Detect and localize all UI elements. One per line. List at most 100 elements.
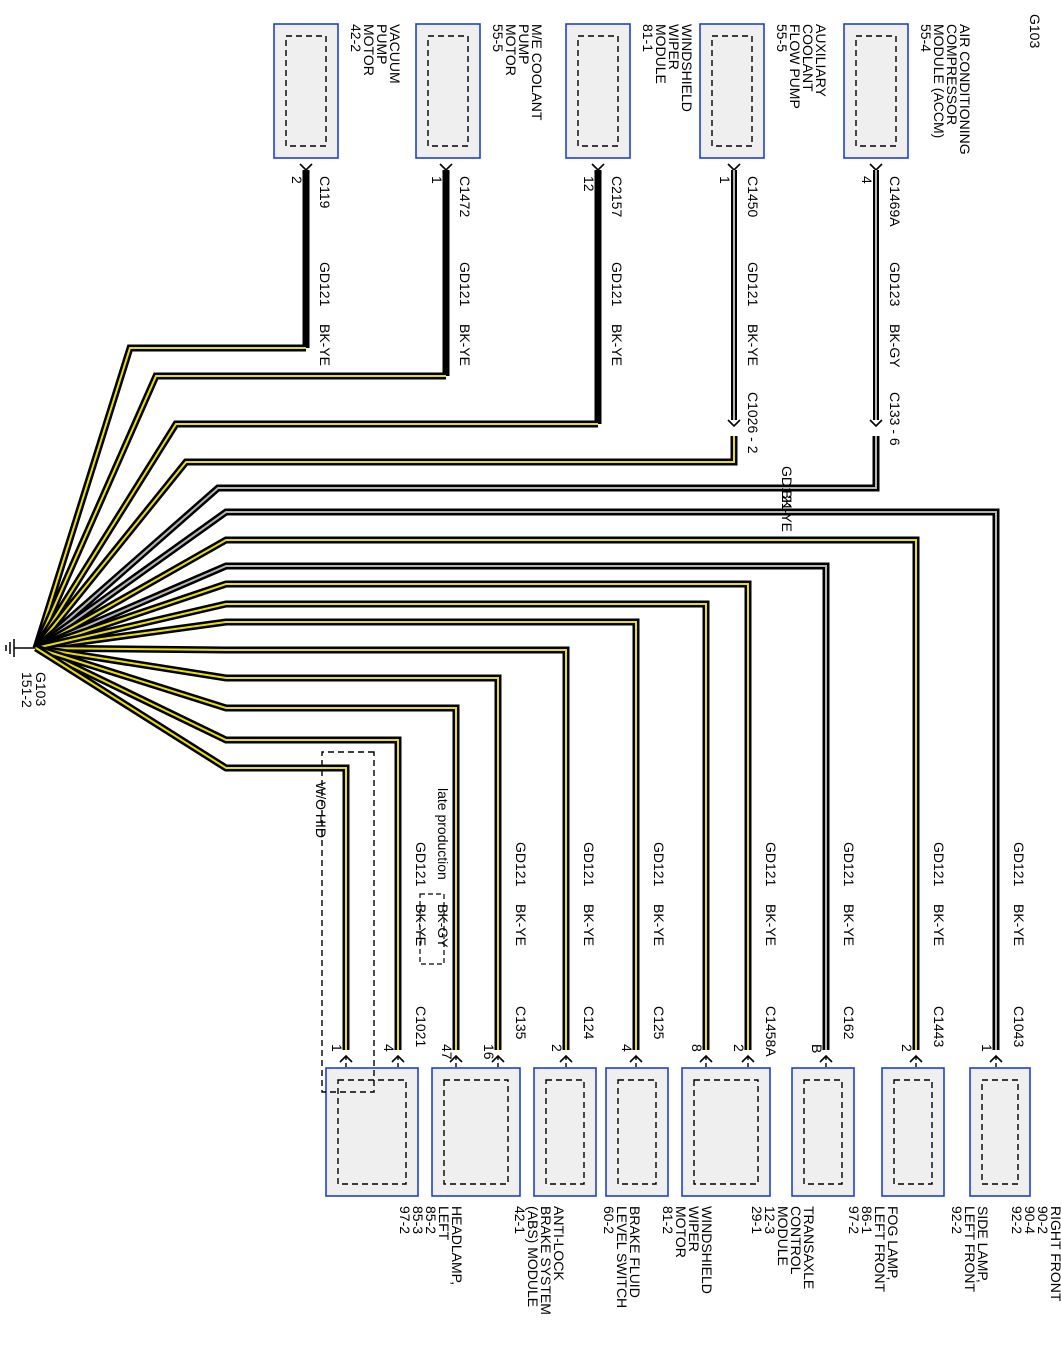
bottom-component-label: 12-3: [762, 1206, 778, 1234]
top-component-label: AUXILIARY: [813, 24, 829, 98]
top-component-label: WINDSHIELD: [679, 24, 695, 112]
wire-vacuum-pump-stripe: [35, 347, 306, 649]
bottom-component-box-frame: [791, 1067, 855, 1197]
diagram-title: G103: [1027, 14, 1043, 48]
without-hid-note: W/O HID: [313, 782, 329, 838]
bottom-component-label: 92-2: [1009, 1206, 1025, 1234]
circuit-label: GD121: [609, 262, 625, 307]
top-component-label: PUMP: [374, 24, 390, 64]
pin-label: 16: [481, 1044, 497, 1060]
bottom-component-box: [325, 1067, 419, 1197]
component-layer: [273, 23, 1031, 1197]
ground-ref: 151-2: [19, 672, 35, 708]
wire-bottom-extra-2-stripe: [35, 647, 347, 1050]
wire-wiper-module-stripe: [35, 423, 598, 649]
wire-color-label: BK-YE: [581, 904, 597, 946]
bottom-component-label: 86-1: [859, 1206, 875, 1234]
top-component-label: M/E COOLANT: [529, 24, 545, 121]
inline-connector-icon: [869, 419, 883, 428]
pin-label: 1: [717, 176, 733, 184]
bottom-component-label: LEFT FRONT: [962, 1206, 978, 1293]
wire-bottom-0-outer: [33, 508, 1000, 1050]
bottom-component-label: SIDE LAMP,: [975, 1206, 991, 1283]
bottom-component-label: WINDSHIELD: [699, 1206, 715, 1294]
top-component-box-inner: [577, 35, 619, 147]
top-component-box-frame: [565, 23, 631, 159]
top-component-label: FLOW PUMP: [787, 24, 803, 109]
bottom-component-label: 85-3: [410, 1206, 426, 1234]
circuit-label: GD121: [931, 842, 947, 887]
top-component-label: COMPRESSOR: [944, 24, 960, 125]
connector-label: C162: [841, 1006, 857, 1040]
top-component-label: WIPER: [666, 24, 682, 70]
top-component-box-inner: [427, 35, 469, 147]
connector-label: C1469A: [887, 176, 903, 227]
wire-bottom-4-outer: [35, 618, 640, 1050]
bus-color-label: BK-YE: [779, 490, 795, 532]
top-component-box: [699, 23, 765, 159]
connector-fork-icon: [727, 163, 741, 172]
bottom-component-box-inner: [617, 1079, 657, 1185]
top-component-box-frame: [843, 23, 909, 159]
circuit-label: GD121: [581, 842, 597, 887]
circuit-label: GD121: [513, 842, 529, 887]
top-component-label: MOTOR: [503, 24, 519, 76]
circuit-label: GD121: [763, 842, 779, 887]
top-component-box-inner: [285, 35, 327, 147]
bottom-component-box: [881, 1067, 945, 1197]
circuit-label: GD121: [651, 842, 667, 887]
bottom-component-label: WIPER: [686, 1206, 702, 1252]
bottom-component-box-inner: [893, 1079, 933, 1185]
circuit-label: GD121: [841, 842, 857, 887]
bottom-component-box-inner: [443, 1079, 509, 1185]
bottom-component-box-frame: [681, 1067, 771, 1197]
circuit-label: GD123: [887, 262, 903, 307]
circuit-label: GD121: [745, 262, 761, 307]
wire-bottom-3-outer: [34, 580, 752, 1050]
bottom-component-box-frame: [969, 1067, 1031, 1197]
wire-bottom-2-stripe: [35, 565, 827, 1050]
top-component-label: 55-5: [774, 24, 790, 52]
wire-bottom-4-stripe: [35, 621, 637, 1050]
wire-color-label: BK-YE: [651, 904, 667, 946]
bottom-component-label: 81-2: [660, 1206, 676, 1234]
pin-label: 12: [581, 176, 597, 192]
inline-connector-label: C133 - 6: [887, 392, 903, 446]
pin-label: 4: [859, 176, 875, 184]
wire-color-label: BK-YE: [745, 324, 761, 366]
connector-label: C2157: [609, 176, 625, 217]
pin-label: 4: [381, 1044, 397, 1052]
wire-bottom-0-stripe: [35, 511, 997, 1050]
pin-label: 4: [619, 1044, 635, 1052]
bottom-component-label: MODULE: [775, 1206, 791, 1266]
ground-id: G103: [33, 672, 49, 706]
top-component-box: [565, 23, 631, 159]
pin-label: 47: [439, 1044, 455, 1060]
pin-label: B: [809, 1044, 825, 1053]
bottom-component-label: FOG LAMP,: [885, 1206, 901, 1280]
top-component-label: MODULE (ACCM): [931, 24, 947, 138]
connector-label: C124: [581, 1006, 597, 1040]
wire-accm-bus-stripe: [35, 436, 877, 649]
bottom-component-box-inner: [337, 1079, 407, 1185]
top-component-label: PUMP: [516, 24, 532, 64]
bottom-component-box-inner: [545, 1079, 585, 1185]
wire-color-label: BK-YE: [609, 324, 625, 366]
wire-color-label: BK-YE: [413, 904, 429, 946]
connector-fork-icon: [299, 163, 313, 172]
bottom-component-box-frame: [533, 1067, 597, 1197]
top-component-label: MODULE: [653, 24, 669, 84]
bottom-component-label: 85-2: [423, 1206, 439, 1234]
pin-label: 2: [289, 176, 305, 184]
bottom-component-label: LEVEL SWITCH: [614, 1206, 630, 1308]
bottom-component-box: [533, 1067, 597, 1197]
wire-color-label: BK-YE: [317, 324, 333, 366]
pin-label: 2: [731, 1044, 747, 1052]
wire-color-label: BK-YE: [1011, 904, 1027, 946]
top-component-label: 42-2: [348, 24, 364, 52]
connector-label: C1043: [1011, 1006, 1027, 1047]
top-component-label: VACUUM: [387, 24, 403, 84]
top-component-label: 55-5: [490, 24, 506, 52]
